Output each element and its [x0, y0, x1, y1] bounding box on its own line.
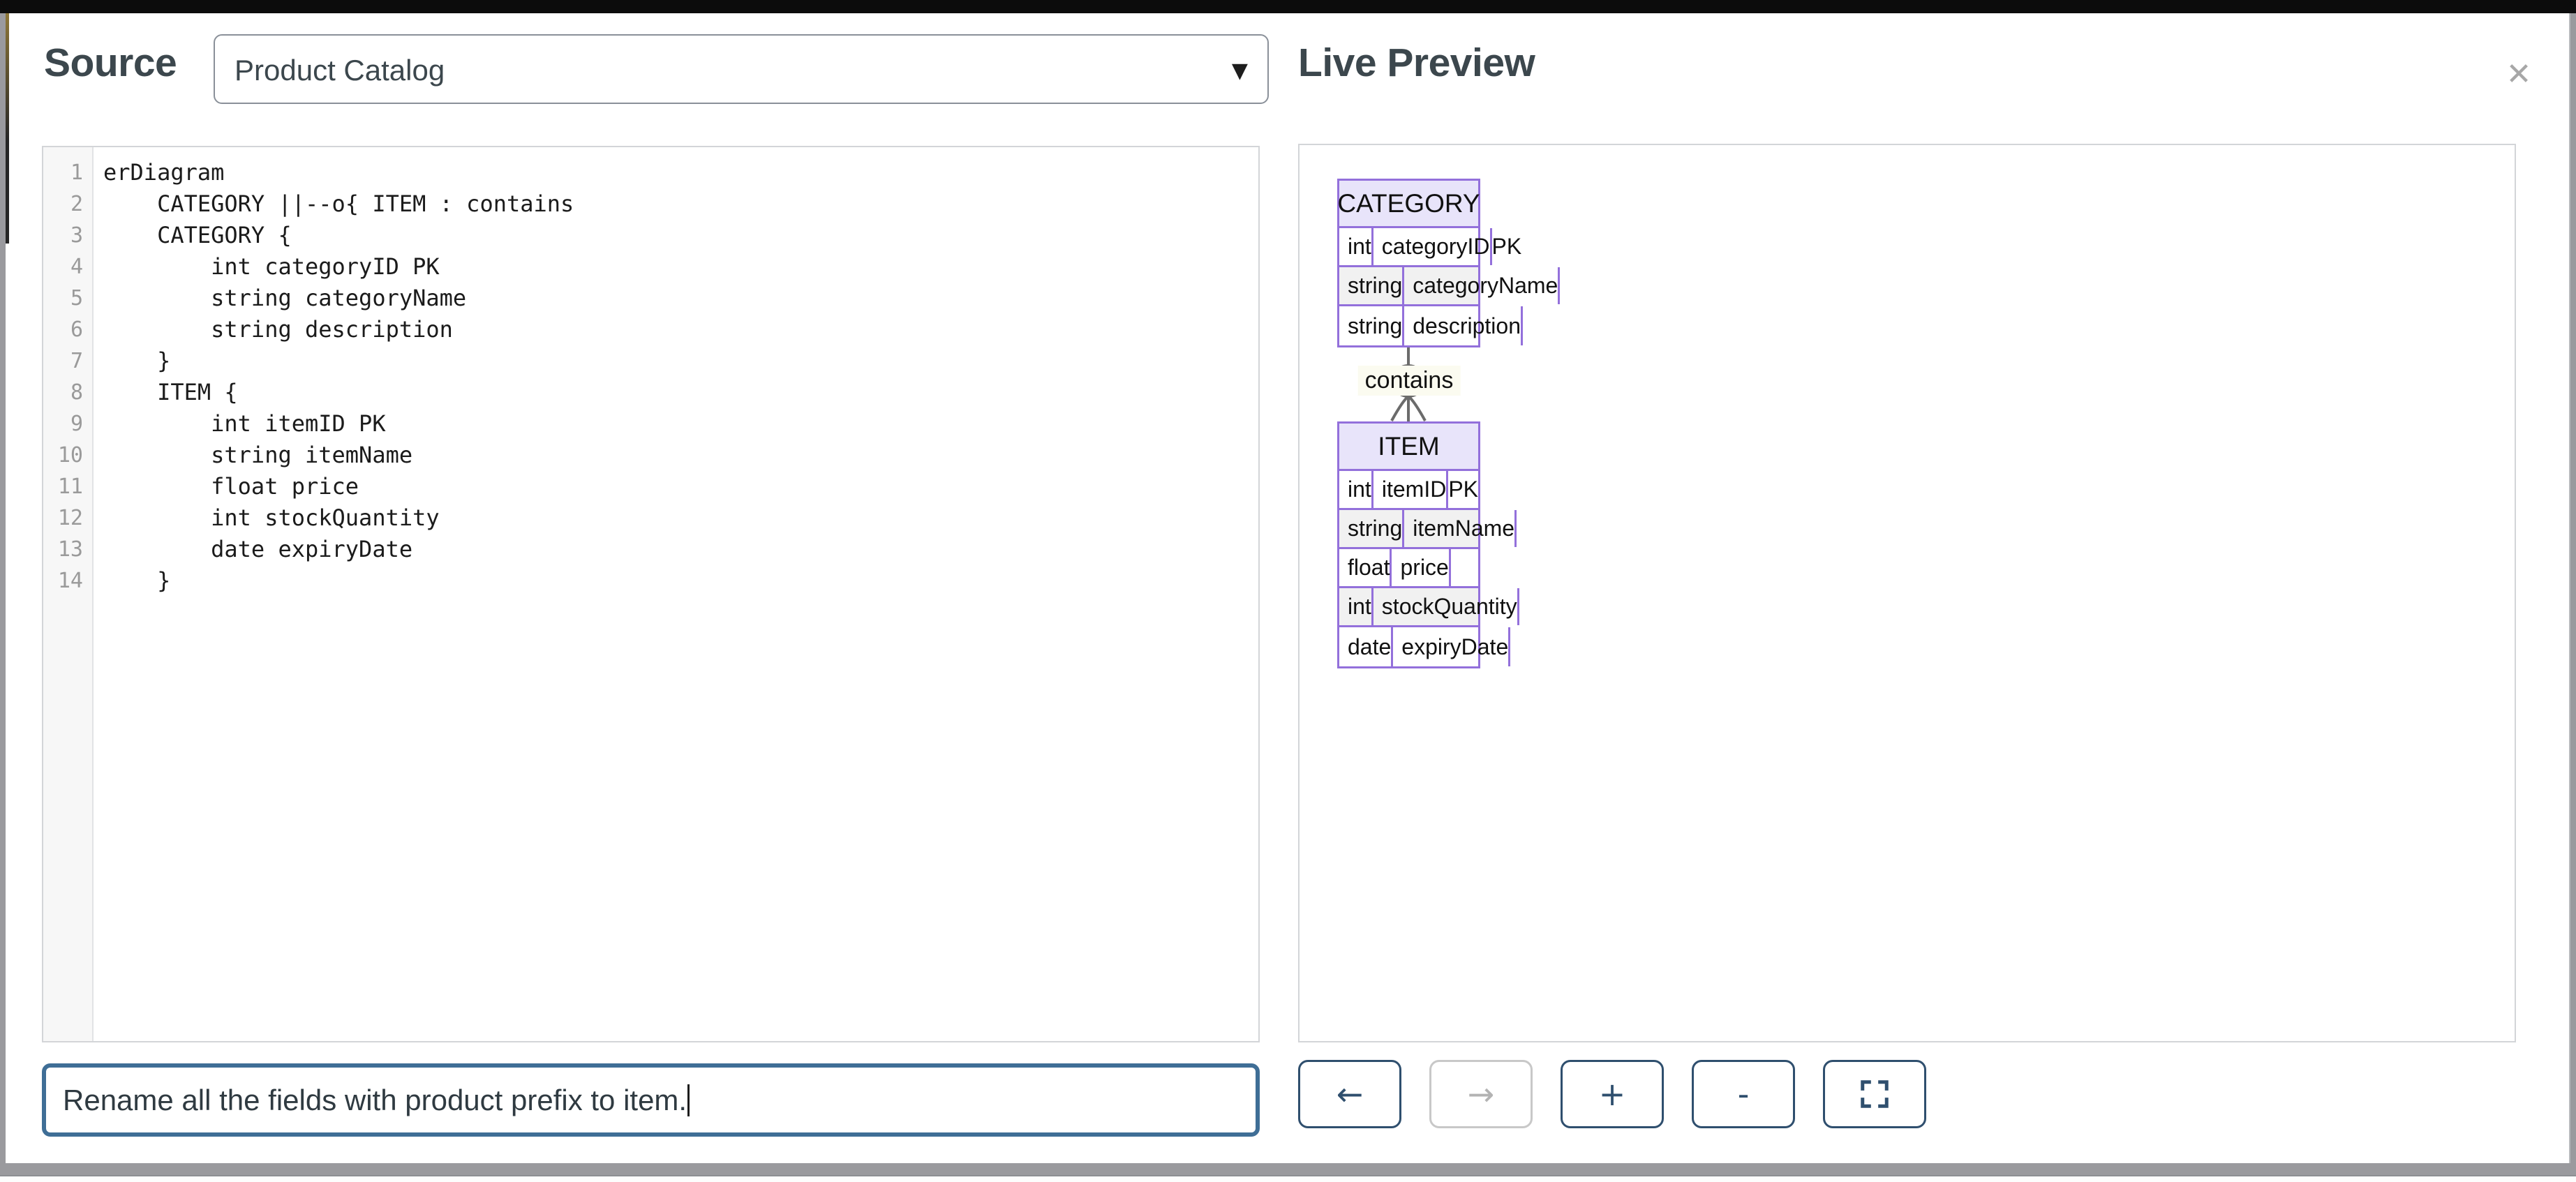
attribute-type: string: [1339, 267, 1405, 304]
code-line: int itemID PK: [103, 410, 386, 437]
code-line: float price: [103, 473, 359, 500]
arrow-right-icon: →: [1467, 1075, 1495, 1113]
code-line: CATEGORY {: [103, 222, 292, 248]
attribute-type: string: [1339, 510, 1405, 547]
code-content[interactable]: erDiagram CATEGORY ||--o{ ITEM : contain…: [94, 147, 1258, 1041]
code-line: CATEGORY ||--o{ ITEM : contains: [103, 190, 574, 217]
line-number: 13: [57, 537, 83, 562]
chevron-down-icon: ▼: [1231, 58, 1248, 83]
code-line: string description: [103, 316, 453, 343]
line-number: 12: [57, 506, 83, 530]
line-number: 10: [57, 443, 83, 467]
diagram-select[interactable]: Product Catalog ▼: [214, 34, 1269, 104]
code-line: string itemName: [103, 442, 413, 468]
attribute-type: int: [1339, 588, 1373, 625]
close-icon[interactable]: ✕: [2501, 57, 2537, 93]
line-number: 8: [70, 380, 83, 405]
prompt-input[interactable]: Rename all the fields with product prefi…: [42, 1063, 1260, 1137]
attribute-type: date: [1339, 627, 1394, 666]
line-number: 7: [70, 349, 83, 373]
code-line: date expiryDate: [103, 536, 413, 562]
attribute-name: description: [1404, 306, 1523, 345]
er-diagram: CATEGORY int categoryID PK string catego…: [1300, 145, 2515, 1041]
attribute-name: price: [1392, 549, 1451, 586]
entity-attribute-row: string description: [1339, 306, 1523, 345]
code-line: }: [103, 567, 171, 594]
attribute-type: float: [1339, 549, 1392, 586]
entity-attribute-row: string categoryName: [1339, 267, 1561, 306]
preview-toolbar: ← → + -: [1298, 1060, 1926, 1128]
text-caret: [687, 1084, 690, 1116]
attribute-key: PK: [1491, 234, 1522, 259]
code-line: ITEM {: [103, 379, 238, 405]
os-top-bar: [0, 0, 2576, 13]
entity-attribute-row: int stockQuantity: [1339, 588, 1519, 627]
attribute-type: int: [1339, 471, 1373, 508]
entity-title: CATEGORY: [1337, 181, 1480, 228]
code-line: }: [103, 347, 171, 374]
zoom-in-button[interactable]: +: [1561, 1060, 1664, 1128]
code-line: int categoryID PK: [103, 253, 440, 280]
live-preview-title: Live Preview: [1298, 40, 1535, 85]
plus-icon: +: [1598, 1075, 1626, 1113]
undo-button[interactable]: ←: [1298, 1060, 1401, 1128]
modal-header: Source Product Catalog ▼ Live Preview: [6, 34, 2569, 111]
line-number: 6: [70, 317, 83, 342]
page-title: Source: [44, 40, 177, 85]
attribute-key: PK: [1448, 477, 1478, 502]
minus-icon: -: [1737, 1075, 1750, 1113]
attribute-key: [1451, 549, 1478, 586]
code-line: int stockQuantity: [103, 504, 440, 531]
entity-attribute-row: float price: [1339, 549, 1478, 588]
entity-item[interactable]: ITEM int itemID PK string itemName float…: [1337, 421, 1519, 668]
entity-attribute-row: string itemName: [1339, 510, 1517, 549]
line-number: 1: [70, 160, 83, 185]
entity-category[interactable]: CATEGORY int categoryID PK string catego…: [1337, 179, 1561, 347]
relationship-label: contains: [1357, 366, 1461, 396]
line-number: 2: [70, 192, 83, 216]
fit-to-screen-button[interactable]: [1823, 1060, 1926, 1128]
prompt-input-value: Rename all the fields with product prefi…: [63, 1083, 687, 1116]
redo-button[interactable]: →: [1429, 1060, 1533, 1128]
underlying-page-sliver: [0, 1175, 2576, 1182]
line-number: 9: [70, 412, 83, 436]
line-number: 14: [57, 569, 83, 593]
entity-attribute-row: date expiryDate: [1339, 627, 1511, 666]
code-line: string categoryName: [103, 285, 467, 311]
arrow-left-icon: ←: [1336, 1075, 1364, 1113]
attribute-name: itemName: [1404, 510, 1517, 547]
attribute-type: int: [1339, 228, 1373, 265]
line-number: 5: [70, 286, 83, 311]
diagram-select-value: Product Catalog: [234, 54, 445, 87]
attribute-name: categoryID: [1373, 228, 1492, 265]
fit-to-screen-icon: [1859, 1078, 1891, 1110]
zoom-out-button[interactable]: -: [1692, 1060, 1795, 1128]
attribute-name: expiryDate: [1393, 627, 1511, 666]
diagram-editor-modal: ✕ Source Product Catalog ▼ Live Preview …: [6, 13, 2570, 1163]
live-preview-panel: CATEGORY int categoryID PK string catego…: [1298, 144, 2516, 1042]
accent-stripe: [6, 13, 9, 244]
code-line: erDiagram: [103, 159, 225, 186]
entity-attribute-row: int itemID PK: [1339, 471, 1478, 510]
entity-title: ITEM: [1339, 424, 1478, 471]
attribute-name: itemID: [1373, 471, 1449, 508]
attribute-type: string: [1339, 306, 1405, 345]
attribute-name: categoryName: [1404, 267, 1561, 304]
entity-attribute-row: int categoryID PK: [1339, 228, 1521, 267]
line-number: 4: [70, 255, 83, 279]
attribute-name: stockQuantity: [1373, 588, 1519, 625]
line-number: 3: [70, 223, 83, 248]
line-number: 11: [57, 474, 83, 499]
